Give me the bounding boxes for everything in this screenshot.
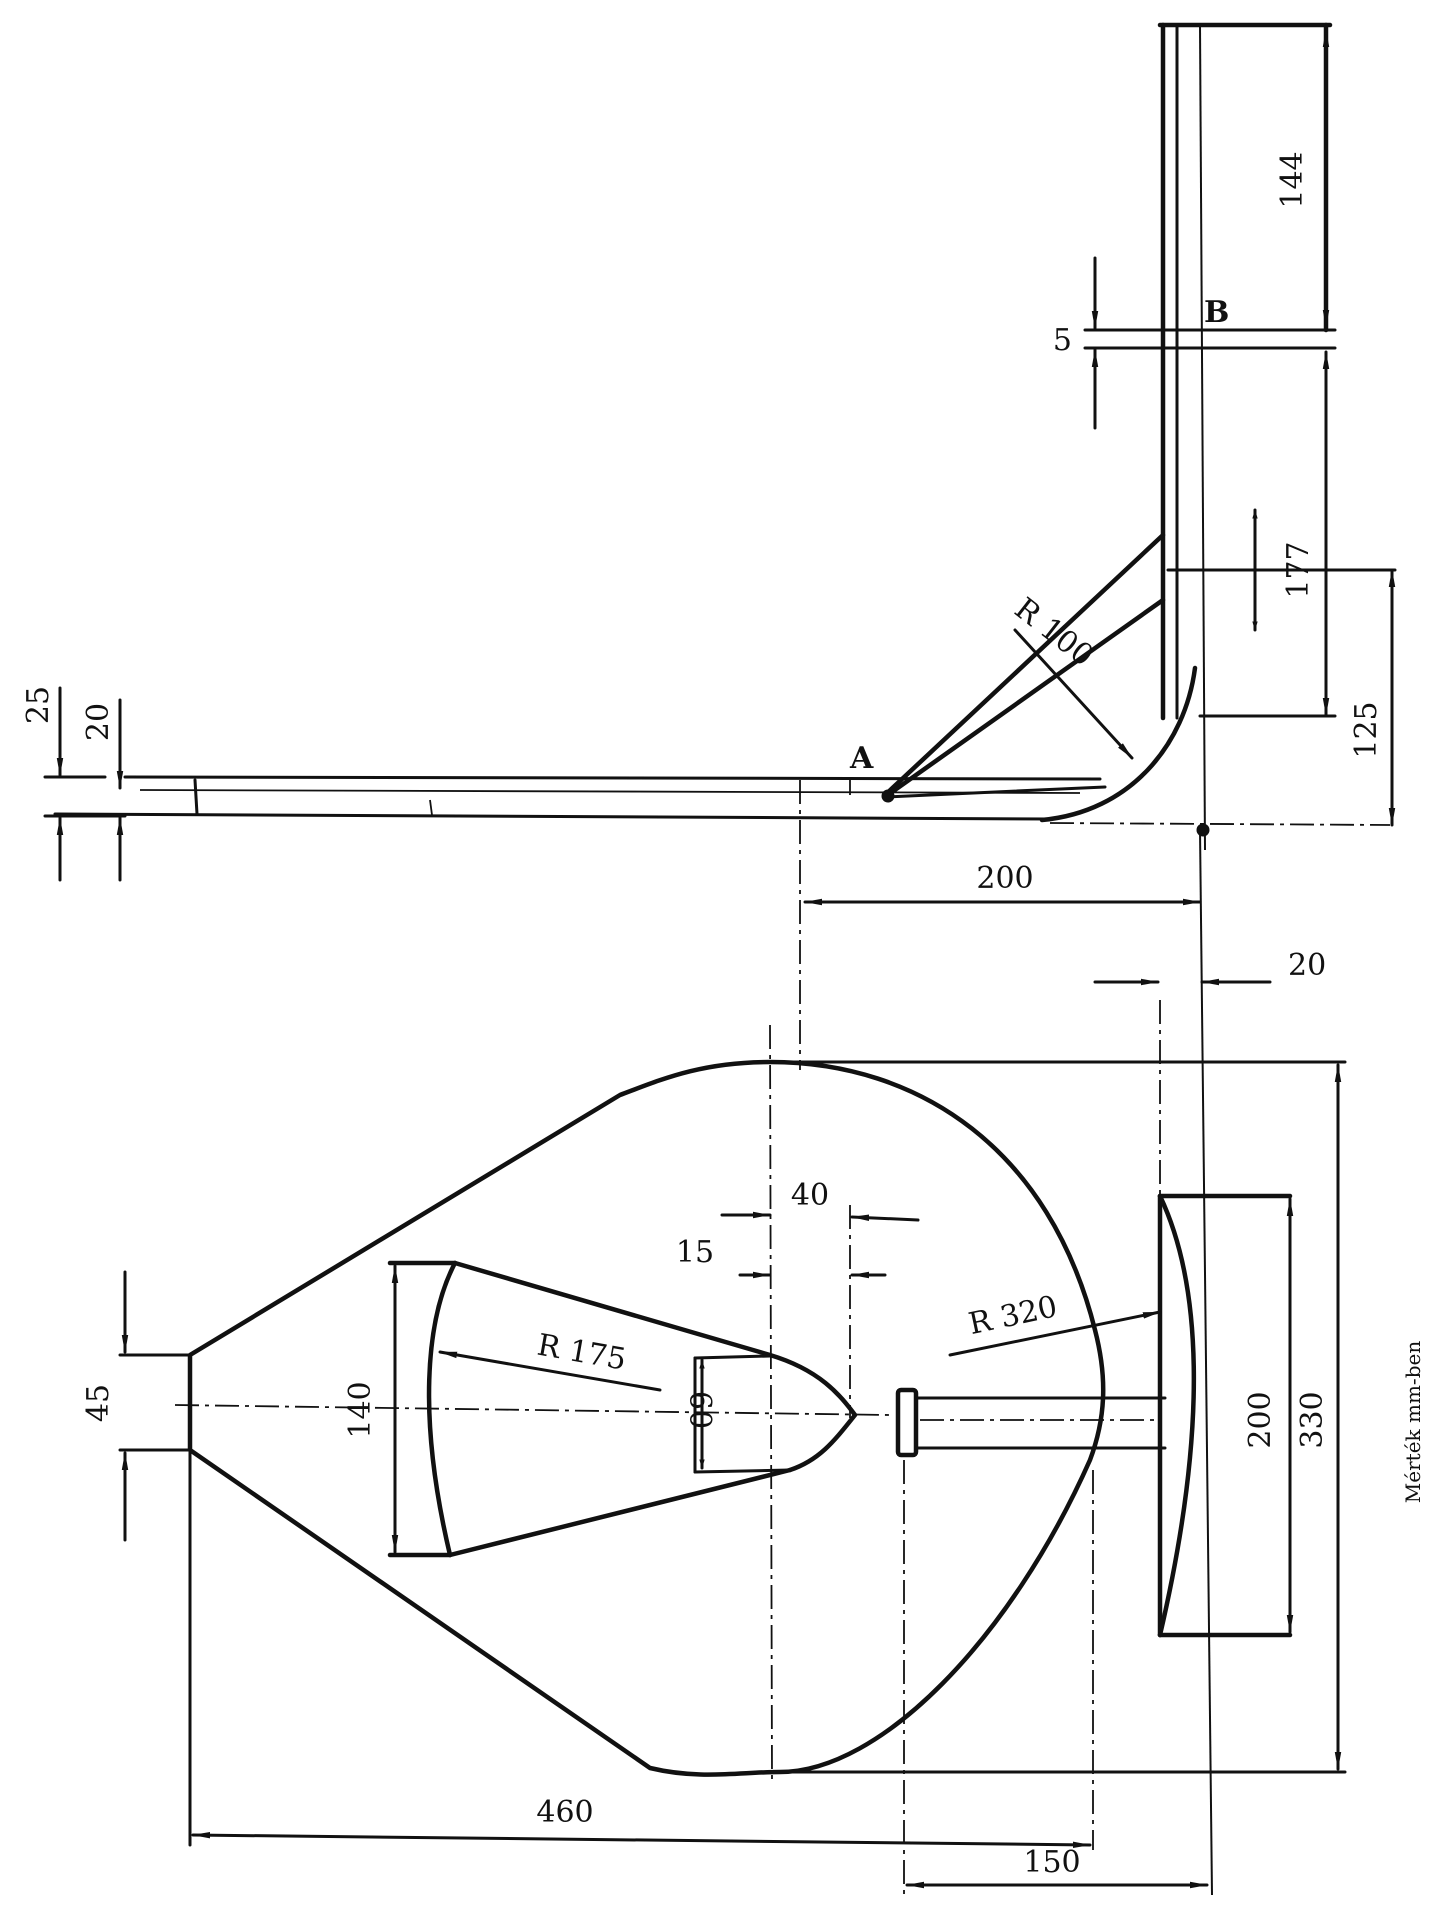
dim-r100-label: R 100 bbox=[1008, 591, 1100, 674]
dim-45-label: 45 bbox=[81, 1384, 116, 1422]
side-view-dimensions: 144 5 B 177 125 R 100 A 25 20 200 bbox=[21, 22, 1397, 1896]
bend-center-marker bbox=[1196, 823, 1210, 837]
base-right-extension bbox=[1199, 829, 1213, 1896]
dim-r175-leader bbox=[438, 1350, 662, 1392]
cutout-lower-side bbox=[447, 1467, 793, 1558]
dim-460-label: 460 bbox=[536, 1795, 593, 1830]
dim-200-vertical-label: 200 bbox=[1243, 1391, 1278, 1448]
shaft-head bbox=[895, 1387, 919, 1458]
point-b-label: B bbox=[1204, 295, 1229, 330]
plate-top-edge bbox=[123, 775, 1102, 781]
dim-40-label: 40 bbox=[791, 1178, 829, 1213]
cutout-nose bbox=[767, 1352, 858, 1473]
post-centerline bbox=[1199, 24, 1206, 851]
dim-125-label: 125 bbox=[1349, 701, 1384, 758]
bend-curve bbox=[1039, 665, 1198, 823]
slot-top-edge bbox=[693, 1354, 772, 1360]
point-a-label: A bbox=[849, 741, 874, 776]
plan-horizontal-centerline bbox=[174, 1404, 891, 1416]
dim-15-label: 15 bbox=[676, 1235, 714, 1270]
dim-20-right-label: 20 bbox=[1288, 948, 1326, 983]
dim-20-left-label: 20 bbox=[81, 703, 116, 741]
side-plate-curve bbox=[1157, 1193, 1197, 1638]
dim-r100-leader bbox=[1013, 628, 1134, 760]
dim-5-label: 5 bbox=[1053, 323, 1072, 358]
dim-140-label: 140 bbox=[343, 1381, 378, 1438]
dim-150-label: 150 bbox=[1023, 1845, 1080, 1880]
plan-view bbox=[174, 1000, 1293, 1900]
dim-460-line bbox=[191, 1831, 1092, 1849]
cutout-upper-side bbox=[452, 1260, 773, 1358]
dim-40-arrow-right bbox=[850, 1214, 920, 1222]
brace-base bbox=[883, 785, 1107, 799]
dim-144-label: 144 bbox=[1275, 151, 1310, 208]
dim-r320-leader bbox=[948, 1310, 1162, 1357]
plate-middle-edge bbox=[139, 789, 1081, 794]
dim-330-label: 330 bbox=[1295, 1391, 1330, 1448]
unit-note: Mérték mm-ben bbox=[1401, 1341, 1425, 1504]
dim-200-horizontal-label: 200 bbox=[976, 861, 1033, 896]
point-a-marker bbox=[881, 789, 895, 803]
plan-vertical-centerline bbox=[769, 1024, 773, 1781]
cutout-arc-r175 bbox=[426, 1260, 458, 1558]
dim-25-label: 25 bbox=[21, 686, 56, 724]
dim-60-label: 60 bbox=[682, 1391, 717, 1429]
slot-bottom-edge bbox=[693, 1468, 792, 1474]
side-profile-view bbox=[53, 22, 1391, 1070]
brace-upper bbox=[882, 532, 1166, 798]
plate-end-tick bbox=[193, 778, 199, 816]
brace-lower bbox=[882, 597, 1166, 800]
plate-bottom-edge bbox=[53, 812, 1052, 821]
plan-view-dimensions: 20 40 15 R 175 60 140 R 320 45 200 330 bbox=[81, 948, 1347, 1889]
base-centerline bbox=[1049, 822, 1391, 826]
blade-outline bbox=[187, 1059, 1106, 1777]
plate-mid-tick bbox=[429, 799, 433, 816]
